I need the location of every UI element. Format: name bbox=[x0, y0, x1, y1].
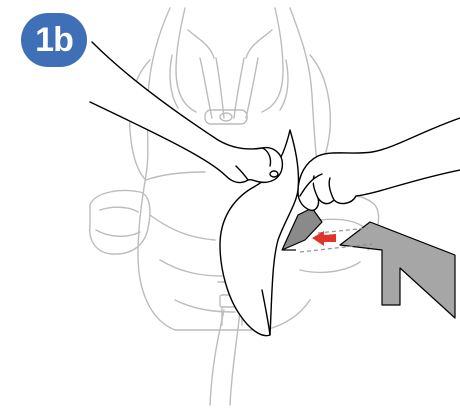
left-hand bbox=[90, 42, 282, 183]
red-arrow-icon bbox=[312, 231, 336, 246]
right-hand bbox=[298, 118, 460, 210]
step-badge: 1b bbox=[21, 13, 87, 67]
vehicle-seat-belt bbox=[282, 208, 455, 318]
